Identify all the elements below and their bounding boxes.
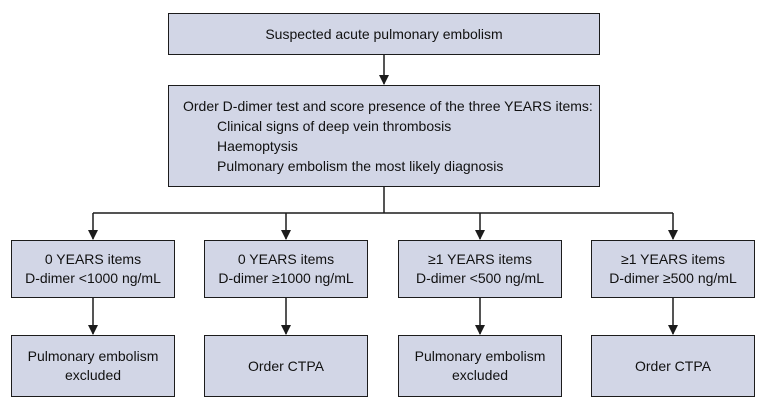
branch-3-ddimer: D-dimer <500 ng/mL bbox=[415, 270, 544, 286]
branch-1-years-count: 0 YEARS items bbox=[44, 251, 142, 267]
years-item-haemoptysis: Haemoptysis bbox=[217, 138, 298, 154]
outcome-1-line2: excluded bbox=[64, 367, 122, 383]
branch-box-1: 0 YEARS items D-dimer <1000 ng/mL bbox=[11, 240, 175, 298]
branch-box-3: ≥1 YEARS items D-dimer <500 ng/mL bbox=[398, 240, 562, 298]
outcome-3-line2: excluded bbox=[451, 367, 509, 383]
branch-4-ddimer: D-dimer ≥500 ng/mL bbox=[609, 270, 737, 286]
branch-box-2: 0 YEARS items D-dimer ≥1000 ng/mL bbox=[204, 240, 368, 298]
suspected-pe-box: Suspected acute pulmonary embolism bbox=[168, 13, 600, 55]
branch-4-years-count: ≥1 YEARS items bbox=[621, 251, 725, 267]
years-criteria-box: Order D-dimer test and score presence of… bbox=[168, 85, 600, 187]
outcome-box-1: Pulmonary embolism excluded bbox=[11, 335, 175, 397]
outcome-4-line1: Order CTPA bbox=[635, 357, 711, 374]
outcome-box-4: Order CTPA bbox=[591, 335, 755, 397]
branch-3-years-count: ≥1 YEARS items bbox=[428, 251, 532, 267]
outcome-box-3: Pulmonary embolism excluded bbox=[398, 335, 562, 397]
suspected-pe-label: Suspected acute pulmonary embolism bbox=[265, 25, 503, 42]
outcome-2-line1: Order CTPA bbox=[248, 357, 324, 374]
years-item-pe-likely: Pulmonary embolism the most likely diagn… bbox=[217, 158, 504, 174]
branch-box-4: ≥1 YEARS items D-dimer ≥500 ng/mL bbox=[591, 240, 755, 298]
years-heading: Order D-dimer test and score presence of… bbox=[183, 98, 593, 114]
outcome-1-line1: Pulmonary embolism bbox=[27, 348, 159, 364]
years-item-dvt: Clinical signs of deep vein thrombosis bbox=[217, 118, 452, 134]
outcome-box-2: Order CTPA bbox=[204, 335, 368, 397]
branch-2-ddimer: D-dimer ≥1000 ng/mL bbox=[218, 270, 354, 286]
branch-2-years-count: 0 YEARS items bbox=[237, 251, 335, 267]
outcome-3-line1: Pulmonary embolism bbox=[414, 348, 546, 364]
branch-1-ddimer: D-dimer <1000 ng/mL bbox=[25, 270, 161, 286]
